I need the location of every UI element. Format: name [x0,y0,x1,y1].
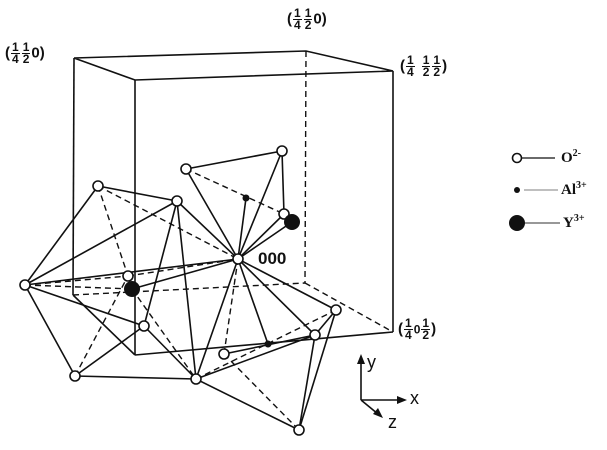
oxygen-atom [309,329,321,341]
oxygen-atom [19,279,31,291]
oxygen-atom [276,145,288,157]
atoms [19,145,342,436]
legend-aluminum: Al3+ [561,180,587,198]
oxygen-atom [190,373,202,385]
oxygen-atom [293,424,305,436]
oxygen-atom [330,304,342,316]
polyhedra-bonds [24,150,337,431]
legend-oxygen: O2- [561,148,582,166]
axis-label-z: z [388,412,397,432]
axis-label-x: x [410,388,419,408]
oxygen-atom [92,180,104,192]
oxygen-atom [138,320,150,332]
aluminum-atom [264,340,272,348]
axis-label-y: y [367,352,376,372]
legend-yttrium: Y3+ [563,213,585,231]
yttrium-atom [284,214,300,230]
legend-symbols [509,152,560,231]
oxygen-atom [122,270,134,282]
oxygen-atom [218,348,230,360]
oxygen-atom [171,195,183,207]
aluminum-atom [242,194,250,202]
axis-triad [357,354,407,418]
oxygen-atom [180,163,192,175]
oxygen-atom [69,370,81,382]
yttrium-atom [124,281,140,297]
unit-cell-box [72,50,394,356]
oxygen-atom-origin [232,253,244,265]
origin-label: 000 [258,249,287,268]
